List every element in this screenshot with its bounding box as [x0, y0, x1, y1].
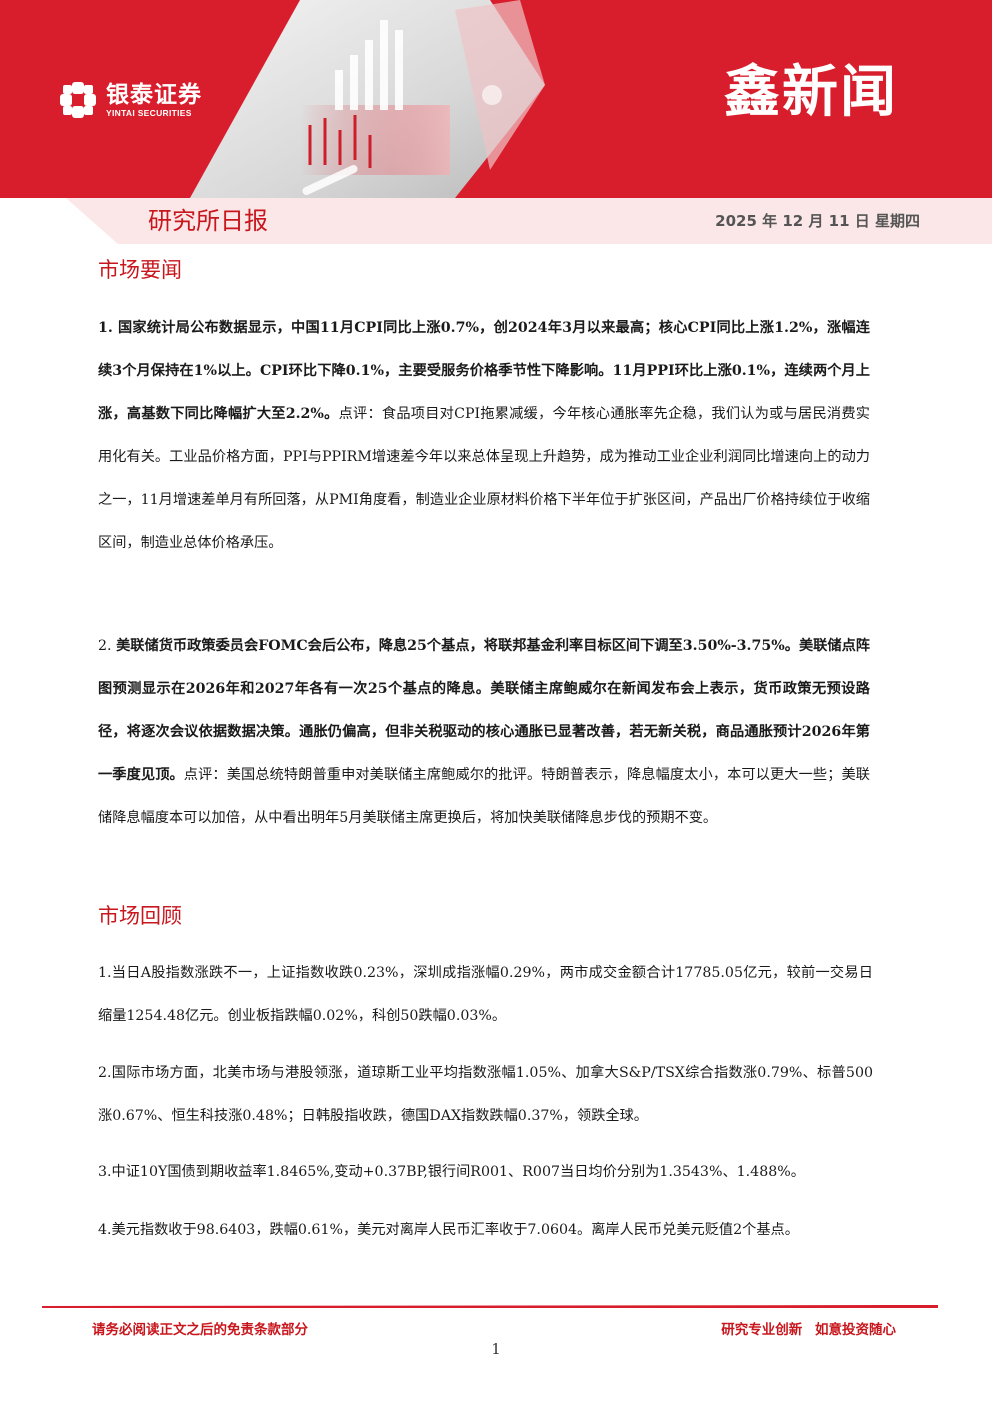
news-item-2-comment: 点评：美国总统特朗普重申对美联储主席鲍威尔的批评。特朗普表示，降息幅度太小，本可…: [98, 767, 870, 826]
report-date: 2025 年 12 月 11 日 星期四: [715, 212, 920, 230]
review-item-1: 1.当日A股指数涨跌不一，上证指数收跌0.23%，深圳成指涨幅0.29%，两市成…: [98, 965, 873, 1024]
news-item-2-lead: 美联储货币政策委员会FOMC会后公布，降息25个基点，将联邦基金利率目标区间下调…: [98, 638, 870, 783]
banner-chart-photo: [190, 0, 545, 198]
review-item-4: 4.美元指数收于98.6403，跌幅0.61%，美元对离岸人民币汇率收于7.06…: [98, 1222, 799, 1238]
section-title-news: 市场要闻: [98, 258, 182, 282]
news-item-1: 1. 国家统计局公布数据显示，中国11月CPI同比上涨0.7%，创2024年3月…: [98, 307, 870, 565]
subheader-shape: [60, 198, 992, 244]
masthead-title: 鑫新闻: [724, 60, 898, 125]
page-number: 1: [491, 1340, 501, 1358]
news-item-1-lead: 1. 国家统计局公布数据显示，中国11月CPI同比上涨0.7%，创2024年3月…: [98, 320, 870, 422]
yintai-logo: 银泰证券 YINTAI SECURITIES: [58, 80, 202, 120]
section-title-review: 市场回顾: [98, 904, 182, 928]
report-subheader: [0, 198, 992, 244]
yintai-logo-icon: [60, 82, 96, 118]
footer-slogan: 研究专业创新 如意投资随心: [721, 1322, 896, 1338]
news-item-2: 2. 美联储货币政策委员会FOMC会后公布，降息25个基点，将联邦基金利率目标区…: [98, 625, 870, 840]
footer-divider: [42, 1305, 938, 1308]
review-item-3: 3.中证10Y国债到期收益率1.8465%,变动+0.37BP,银行间R001、…: [98, 1164, 805, 1180]
header-banner: 银泰证券 YINTAI SECURITIES 鑫新闻: [0, 0, 992, 198]
brand-name-cn: 银泰证券: [106, 82, 202, 108]
footer-disclaimer: 请务必阅读正文之后的免责条款部分: [92, 1322, 308, 1338]
review-item-2: 2.国际市场方面，北美市场与港股领涨，道琼斯工业平均指数涨幅1.05%、加拿大S…: [98, 1065, 873, 1124]
report-title: 研究所日报: [148, 207, 268, 235]
brand-name-en: YINTAI SECURITIES: [106, 108, 192, 118]
news-item-1-comment: 点评：食品项目对CPI拖累减缓，今年核心通胀率先企稳，我们认为或与居民消费实用化…: [98, 406, 870, 551]
news-item-2-number: 2.: [98, 638, 117, 654]
